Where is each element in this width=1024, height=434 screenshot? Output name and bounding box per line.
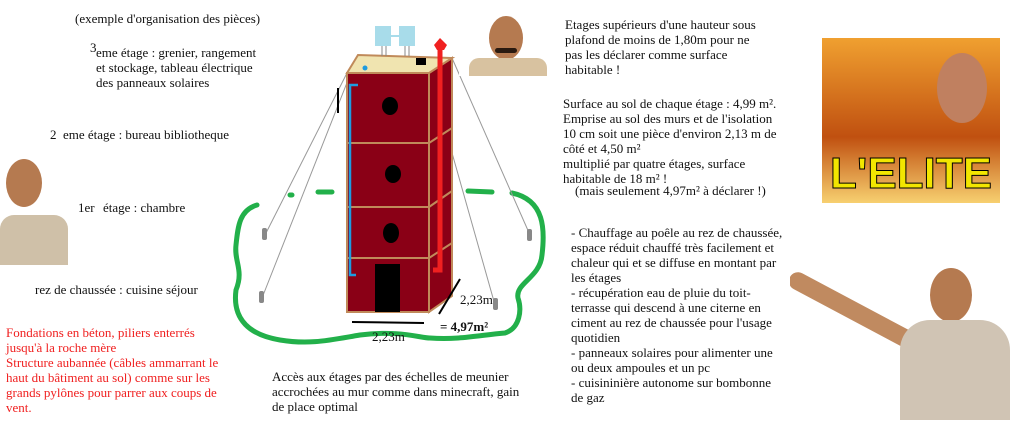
ground-floor-label: rez de chaussée : cuisine séjour [35, 282, 198, 297]
elite-caption: L'ELITE [829, 149, 992, 198]
surface-note: Surface au sol de chaque étage : 4,99 m²… [563, 96, 777, 186]
area-label: = 4,97m² [440, 319, 489, 334]
windows [382, 97, 401, 243]
meme-photo-pointing [790, 262, 1015, 420]
anchor-pegs [259, 228, 532, 310]
features-list: - Chauffage au poêle au rez de chaussée,… [571, 225, 783, 405]
floor1-label: étage : chambre [103, 200, 186, 215]
height-note: Etages supérieurs d'une hauteur sous pla… [565, 17, 756, 77]
floor3-label: eme étage : grenier, rangement et stocka… [96, 45, 257, 90]
solar-panels [375, 26, 415, 56]
dim-line-front [351, 321, 425, 324]
water-pipe [348, 83, 358, 277]
floor2-number: 2 [50, 127, 57, 142]
meme-photo-elite: L'ELITE [822, 38, 1000, 203]
surface-aside: (mais seulement 4,97m² à déclarer !) [575, 183, 766, 198]
floor3-number: 3 [90, 40, 97, 55]
green-perimeter [232, 190, 546, 345]
floor1-number: 1er [78, 200, 95, 215]
meme-photo-thinking [459, 12, 547, 76]
dim-line-side [438, 278, 461, 315]
organisation-title: (exemple d'organisation des pièces) [75, 11, 261, 26]
door [375, 264, 400, 312]
roof-hatch [416, 58, 426, 65]
floor2-label: eme étage : bureau bibliotheque [63, 127, 230, 142]
front-dimension: 2,23m [372, 329, 405, 344]
foundation-note: Fondations en béton, piliers enterrés ju… [6, 325, 219, 415]
chimney-pipe [433, 48, 443, 273]
ladder-note: Accès aux étages par des échelles de meu… [272, 369, 520, 414]
green-dash [287, 188, 495, 198]
meme-photo-left [0, 155, 68, 265]
side-dimension: 2,23m [460, 292, 493, 307]
